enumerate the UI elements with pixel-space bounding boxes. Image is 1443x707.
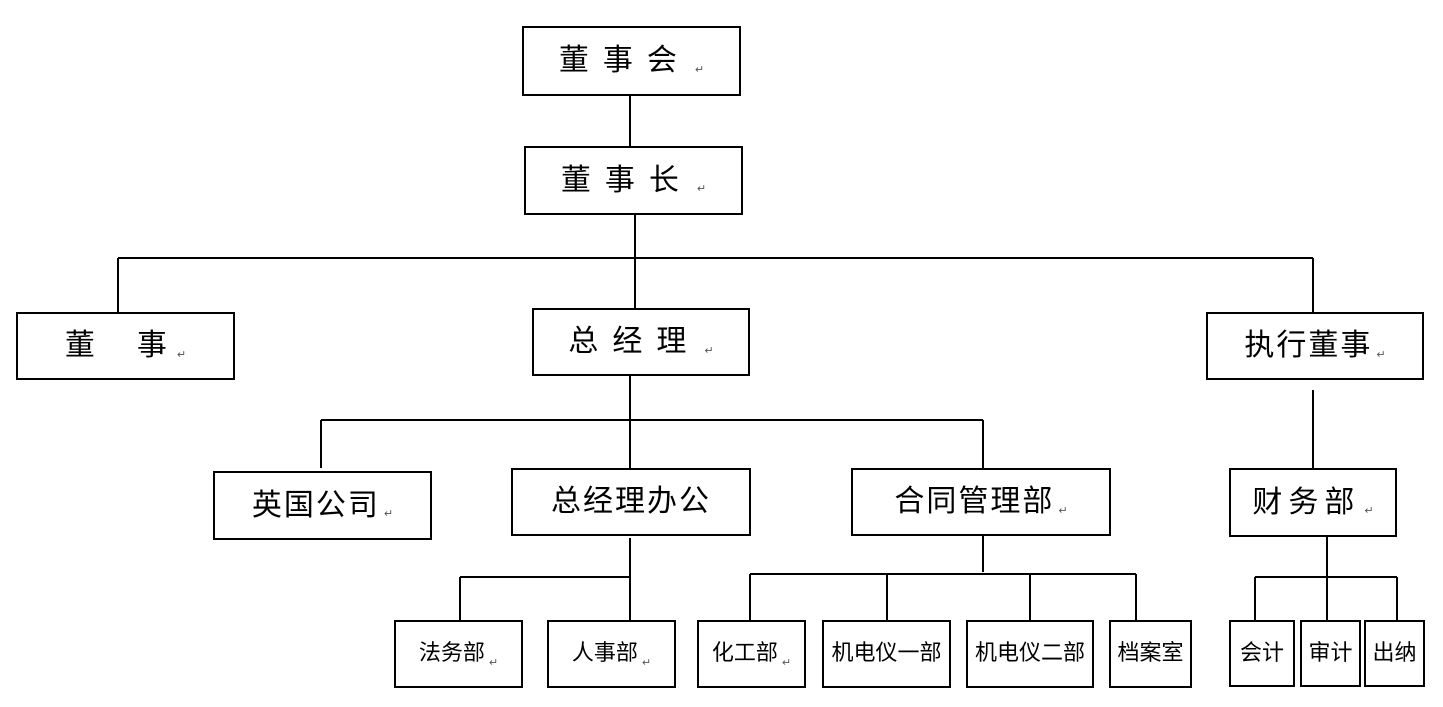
node-mech1-label: 机电仪一部 [831,641,942,666]
node-exec-director-label: 执行董事 [1244,328,1373,363]
node-chairman: 董事长 ↵ [524,146,743,215]
paragraph-mark: ↵ [696,182,707,195]
paragraph-mark: ↵ [704,343,714,357]
node-legal-label: 法务部 [418,641,485,666]
node-gm-office: 总经理办公 [511,468,751,536]
paragraph-mark: ↵ [383,507,394,520]
node-director: 董 事 ↵ [16,312,235,380]
node-archive-label: 档案室 [1117,641,1184,666]
node-chairman-label: 董事长 [560,162,693,198]
node-chemical-label: 化工部 [711,641,778,666]
node-legal: 法务部 ↵ [394,620,523,688]
node-board: 董事会 ↵ [522,26,741,96]
paragraph-mark: ↵ [488,655,499,669]
node-gm-office-label: 总经理办公 [551,484,711,519]
paragraph-mark: ↵ [1364,504,1374,517]
node-accounting: 会计 [1229,620,1295,687]
paragraph-mark: ↵ [694,62,705,76]
node-cashier: 出纳 [1364,620,1425,687]
node-hr-label: 人事部 [571,641,638,666]
node-mech1: 机电仪一部 [822,620,951,688]
node-contract-dept: 合同管理部 ↵ [851,468,1111,536]
node-mech2-label: 机电仪二部 [974,641,1085,666]
paragraph-mark: ↵ [176,347,187,361]
paragraph-mark: ↵ [1058,503,1068,517]
node-gm: 总经理 ↵ [532,308,750,376]
node-uk-company: 英国公司 ↵ [213,471,432,540]
node-finance-dept: 财务部 ↵ [1229,468,1397,537]
node-director-label: 董 事 [64,328,173,363]
paragraph-mark: ↵ [641,655,652,669]
node-mech2: 机电仪二部 [966,620,1094,688]
paragraph-mark: ↵ [781,655,792,669]
node-contract-dept-label: 合同管理部 [894,484,1055,519]
node-exec-director: 执行董事 ↵ [1206,312,1424,380]
paragraph-mark: ↵ [1376,347,1386,361]
node-audit-label: 审计 [1308,640,1353,666]
node-archive: 档案室 [1109,620,1192,688]
node-hr: 人事部 ↵ [547,620,676,688]
node-board-label: 董事会 [558,43,691,78]
node-audit: 审计 [1300,620,1361,687]
node-cashier-label: 出纳 [1372,640,1417,666]
node-finance-dept-label: 财务部 [1252,484,1361,520]
node-chemical: 化工部 ↵ [697,620,806,688]
node-uk-company-label: 英国公司 [251,487,380,523]
node-gm-label: 总经理 [568,324,701,359]
node-accounting-label: 会计 [1239,640,1284,666]
